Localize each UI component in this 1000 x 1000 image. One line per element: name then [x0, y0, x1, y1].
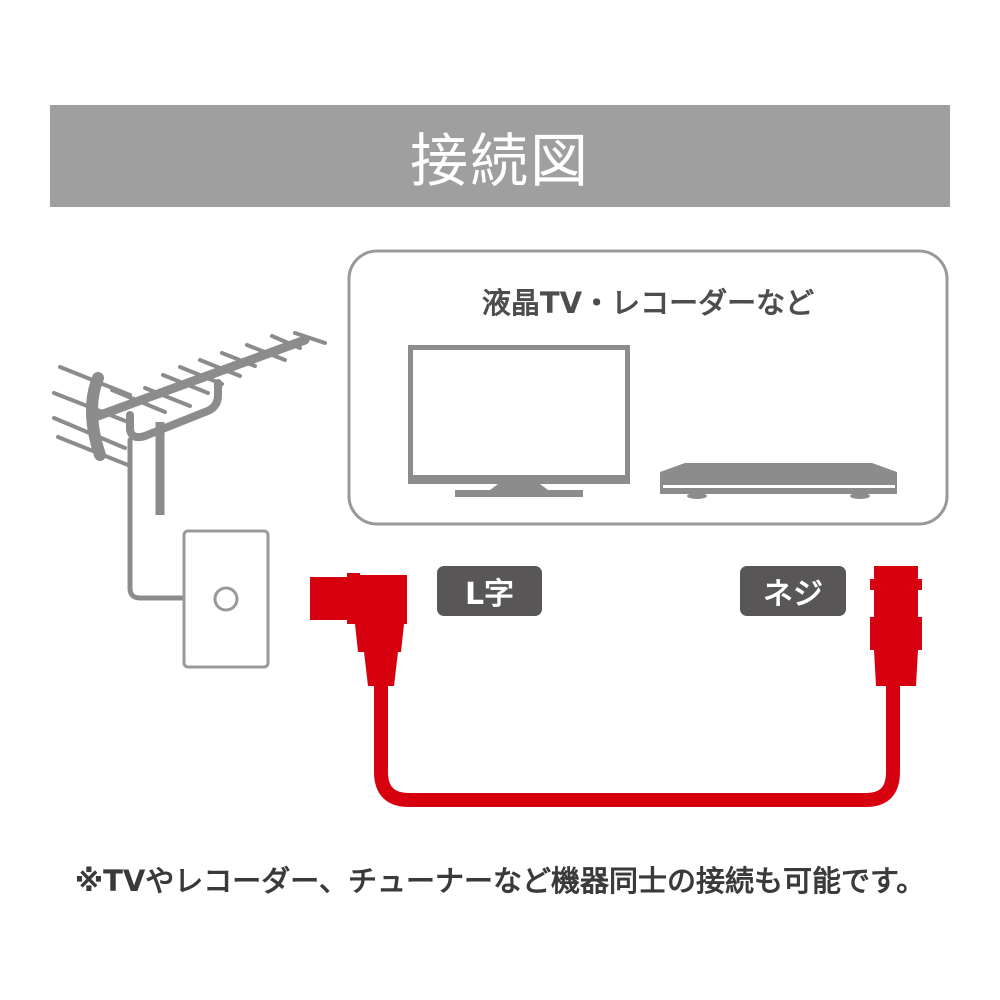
devices-box	[347, 249, 949, 526]
footnote: ※TVやレコーダー、チューナーなど機器同士の接続も可能です。	[74, 864, 926, 898]
antenna-icon	[52, 331, 327, 601]
tv-icon	[408, 345, 630, 497]
l-shaped-plug	[310, 573, 407, 686]
screw-plug	[870, 566, 922, 686]
wall-outlet-icon	[182, 529, 270, 669]
antenna-cable	[310, 566, 922, 807]
screw-tag: ネジ	[740, 566, 846, 616]
page-title: 接続図	[50, 105, 950, 207]
l-shape-tag: L字	[437, 566, 542, 616]
devices-label: 液晶TV・レコーダーなど	[481, 286, 815, 320]
recorder-icon	[660, 463, 897, 499]
